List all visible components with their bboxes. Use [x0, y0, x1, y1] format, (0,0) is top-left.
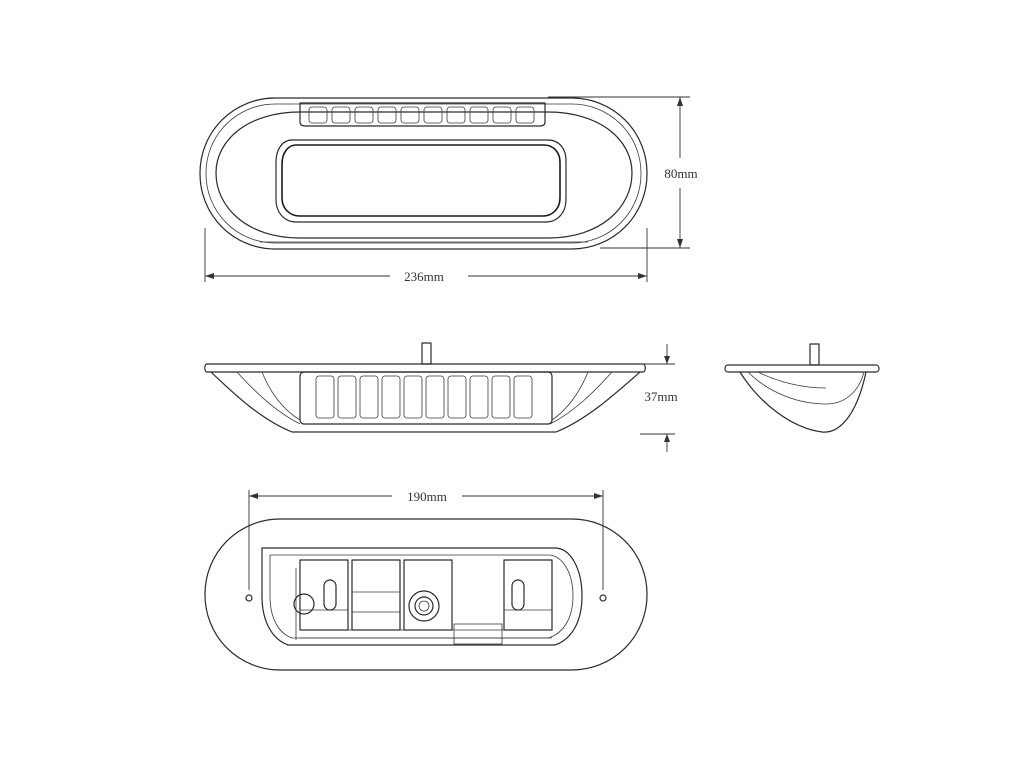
end-view-inner-contour: [747, 371, 865, 405]
side-view-body-right-contour: [549, 371, 613, 425]
mount-slot-left: [323, 579, 337, 611]
side-view-body: [210, 371, 641, 433]
side-view-fin-pack: [299, 371, 553, 425]
end-view-inner-contour-2: [757, 371, 827, 389]
bottom-view-housing: [261, 547, 583, 646]
dimension-190mm-label: 190mm: [407, 489, 447, 504]
dimension-236mm: 236mm: [204, 228, 648, 284]
side-view-stud: [421, 342, 432, 365]
vent-plug: [293, 593, 315, 615]
end-view-stud: [809, 343, 820, 366]
bay-2: [351, 559, 401, 631]
dimension-80mm: 80mm: [548, 96, 698, 249]
top-view-lens: [281, 144, 561, 217]
top-view-outer-shell: [199, 97, 648, 250]
bottom-view-outer-shell: [204, 518, 648, 671]
cable-gland-inner: [414, 596, 434, 616]
side-view-fins: [315, 375, 533, 419]
cable-gland-outer: [408, 590, 440, 622]
top-view-fins: [308, 106, 535, 124]
dimension-37mm-label: 37mm: [644, 389, 677, 404]
bay-4-tab: [453, 623, 503, 645]
dimension-236mm-label: 236mm: [404, 269, 444, 284]
dimension-190mm: 190mm: [248, 489, 604, 590]
end-view-body: [739, 371, 867, 433]
side-view-body-right-inner: [551, 371, 589, 421]
bay-3: [403, 559, 453, 631]
mounting-hole-left: [245, 594, 253, 602]
dimension-37mm: 37mm: [640, 344, 678, 452]
side-view-flange: [204, 363, 646, 373]
top-view-flange: [215, 111, 633, 239]
side-view-body-left-contour: [236, 371, 301, 425]
top-view: [199, 97, 648, 250]
side-view: [204, 342, 646, 433]
bottom-view: [204, 518, 648, 671]
mount-slot-right: [511, 579, 525, 611]
dimension-80mm-label: 80mm: [664, 166, 697, 181]
end-view-flange: [724, 364, 880, 373]
cable-gland-core: [418, 600, 430, 612]
top-view-lens-frame: [275, 139, 567, 223]
mounting-hole-right: [599, 594, 607, 602]
bottom-view-bays: [299, 559, 553, 645]
side-view-body-left-inner: [261, 371, 301, 421]
top-view-fin-strip: [299, 102, 546, 127]
bottom-view-housing-inner: [269, 554, 574, 639]
top-view-outer-rim: [205, 103, 642, 244]
bay-5: [503, 559, 553, 631]
end-view: [724, 343, 880, 433]
